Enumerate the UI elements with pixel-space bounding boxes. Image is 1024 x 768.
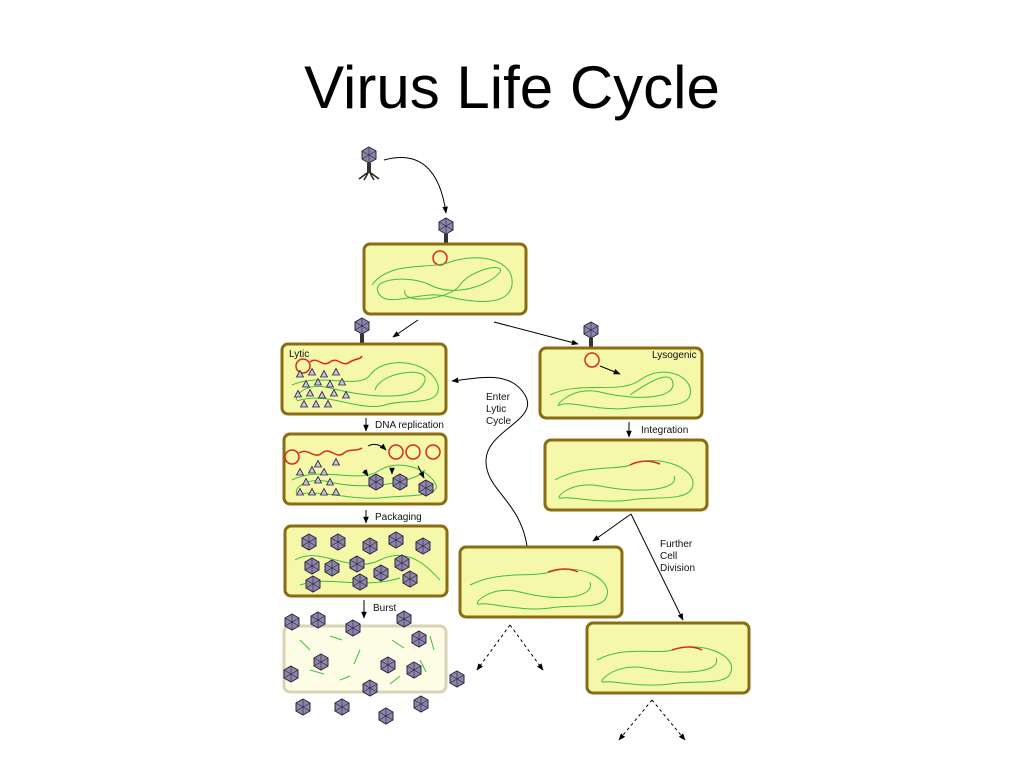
burst-label: Burst (373, 603, 397, 614)
lytic-label: Lytic (289, 349, 309, 360)
lysogenic-cell (538, 346, 704, 420)
enter-lytic-label: Enter Lytic Cycle (486, 392, 513, 427)
further-division-label: Further Cell Division (660, 539, 695, 574)
daughter-cell-right (585, 621, 751, 695)
integration-label: Integration (641, 425, 688, 436)
packaging-label: Packaging (375, 512, 422, 523)
assembled-virus-icon (368, 473, 384, 491)
infected-cell (362, 242, 528, 316)
enter-lytic-arrow (451, 376, 528, 547)
lysogenic-label: Lysogenic (652, 350, 697, 361)
slide-title: Virus Life Cycle (304, 54, 720, 121)
dna-replication-label: DNA replication (375, 420, 444, 431)
free-phage-icon (359, 147, 379, 180)
assembled-virus-icon (418, 479, 434, 497)
assembled-virus-icon (392, 473, 408, 491)
integrated-cell (543, 438, 709, 512)
daughter-cell-left (458, 545, 624, 619)
infection-arrow (383, 156, 448, 214)
viral-dna-circle (432, 250, 448, 266)
